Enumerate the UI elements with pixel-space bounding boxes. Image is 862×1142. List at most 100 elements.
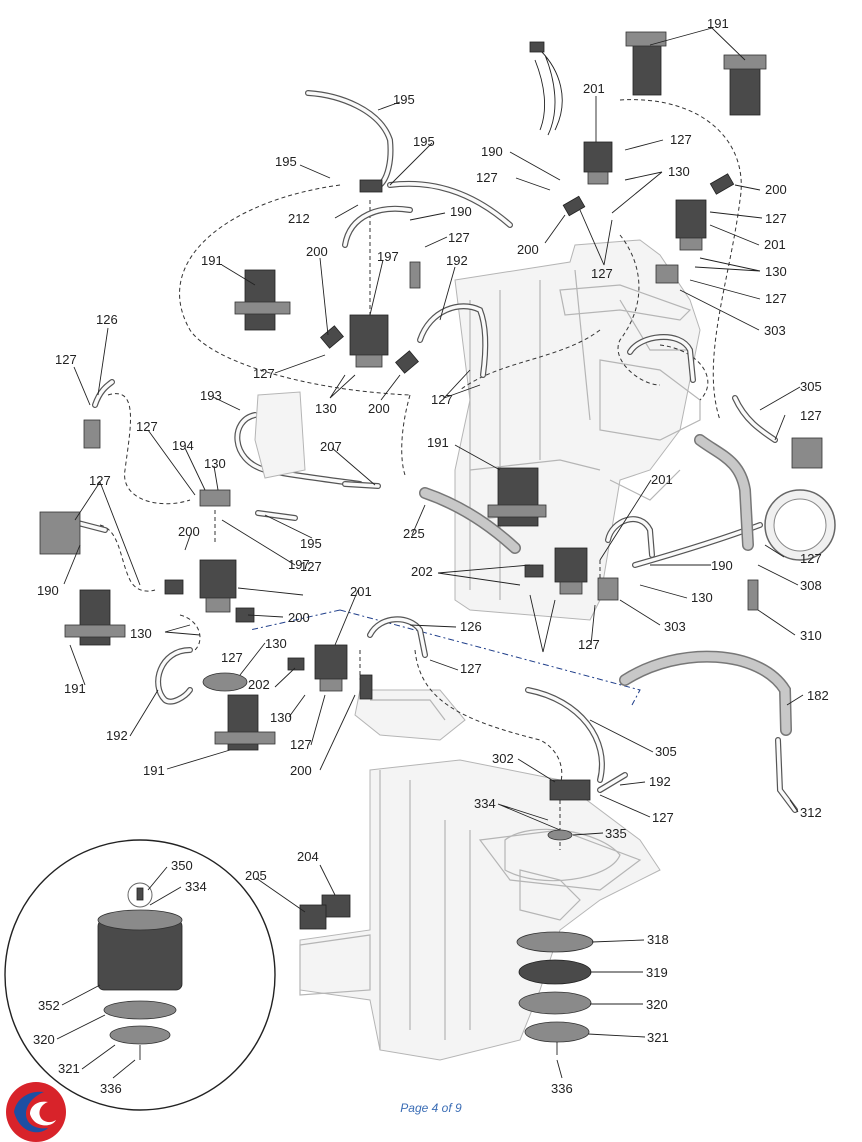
label-127: 127 — [300, 559, 322, 574]
page-number: Page 4 of 9 — [400, 1101, 462, 1115]
label-127: 127 — [800, 551, 822, 566]
label-195: 195 — [275, 154, 297, 169]
label-195: 195 — [413, 134, 435, 149]
label-201: 201 — [651, 472, 673, 487]
label-350: 350 — [171, 858, 193, 873]
part-labels: 191 201 127 195 195 195 190 127 130 200 … — [33, 16, 829, 1096]
label-202: 202 — [248, 677, 270, 692]
label-205: 205 — [245, 868, 267, 883]
label-200: 200 — [765, 182, 787, 197]
label-130: 130 — [765, 264, 787, 279]
label-197: 197 — [377, 249, 399, 264]
label-130: 130 — [265, 636, 287, 651]
label-334: 334 — [185, 879, 207, 894]
label-127: 127 — [765, 291, 787, 306]
label-201: 201 — [764, 237, 786, 252]
label-127: 127 — [652, 810, 674, 825]
leader-lines — [56, 27, 804, 1079]
label-130: 130 — [204, 456, 226, 471]
label-130: 130 — [668, 164, 690, 179]
label-127: 127 — [800, 408, 822, 423]
label-127: 127 — [578, 637, 600, 652]
label-308: 308 — [800, 578, 822, 593]
label-126: 126 — [460, 619, 482, 634]
label-127: 127 — [448, 230, 470, 245]
label-200: 200 — [290, 763, 312, 778]
label-190: 190 — [37, 583, 59, 598]
label-130: 130 — [691, 590, 713, 605]
label-207: 207 — [320, 439, 342, 454]
label-336: 336 — [100, 1081, 122, 1096]
label-352: 352 — [38, 998, 60, 1013]
label-200: 200 — [178, 524, 200, 539]
label-190: 190 — [450, 204, 472, 219]
label-190: 190 — [711, 558, 733, 573]
label-319: 319 — [646, 965, 668, 980]
label-310: 310 — [800, 628, 822, 643]
components — [39, 31, 836, 1055]
label-130: 130 — [270, 710, 292, 725]
label-130: 130 — [130, 626, 152, 641]
label-195: 195 — [300, 536, 322, 551]
label-200: 200 — [517, 242, 539, 257]
label-212: 212 — [288, 211, 310, 226]
label-335: 335 — [605, 826, 627, 841]
label-126: 126 — [96, 312, 118, 327]
label-321: 321 — [58, 1061, 80, 1076]
label-194: 194 — [172, 438, 194, 453]
dashed-assembly-lines — [99, 99, 742, 850]
label-127: 127 — [253, 366, 275, 381]
label-318: 318 — [647, 932, 669, 947]
label-201: 201 — [350, 584, 372, 599]
label-127: 127 — [136, 419, 158, 434]
label-191: 191 — [707, 16, 729, 31]
label-127: 127 — [290, 737, 312, 752]
brand-logo-icon — [6, 1082, 66, 1142]
label-127: 127 — [221, 650, 243, 665]
label-202: 202 — [411, 564, 433, 579]
label-336: 336 — [551, 1081, 573, 1096]
label-192: 192 — [446, 253, 468, 268]
label-127: 127 — [591, 266, 613, 281]
label-312: 312 — [800, 805, 822, 820]
label-127: 127 — [89, 473, 111, 488]
label-305: 305 — [655, 744, 677, 759]
label-200: 200 — [368, 401, 390, 416]
label-321: 321 — [647, 1030, 669, 1045]
label-182: 182 — [807, 688, 829, 703]
label-303: 303 — [764, 323, 786, 338]
label-130: 130 — [315, 401, 337, 416]
label-305: 305 — [800, 379, 822, 394]
label-302: 302 — [492, 751, 514, 766]
label-127: 127 — [765, 211, 787, 226]
label-191: 191 — [143, 763, 165, 778]
label-127: 127 — [670, 132, 692, 147]
label-192: 192 — [106, 728, 128, 743]
label-204: 204 — [297, 849, 319, 864]
thermal-fuse-holder-top — [625, 31, 767, 116]
detail-inset — [4, 839, 276, 1111]
label-320: 320 — [646, 997, 668, 1012]
label-192: 192 — [649, 774, 671, 789]
label-127: 127 — [476, 170, 498, 185]
label-201: 201 — [583, 81, 605, 96]
label-334: 334 — [474, 796, 496, 811]
label-193: 193 — [200, 388, 222, 403]
label-127: 127 — [55, 352, 77, 367]
label-197: 197 — [288, 557, 310, 572]
label-200: 200 — [306, 244, 328, 259]
label-225: 225 — [403, 526, 425, 541]
label-195: 195 — [393, 92, 415, 107]
label-191: 191 — [64, 681, 86, 696]
label-127: 127 — [460, 661, 482, 676]
label-190: 190 — [481, 144, 503, 159]
label-127: 127 — [431, 392, 453, 407]
label-191: 191 — [201, 253, 223, 268]
label-320: 320 — [33, 1032, 55, 1047]
machine-frame-lower — [299, 689, 661, 1061]
label-191: 191 — [427, 435, 449, 450]
label-200: 200 — [288, 610, 310, 625]
label-303: 303 — [664, 619, 686, 634]
hoses — [75, 90, 792, 793]
